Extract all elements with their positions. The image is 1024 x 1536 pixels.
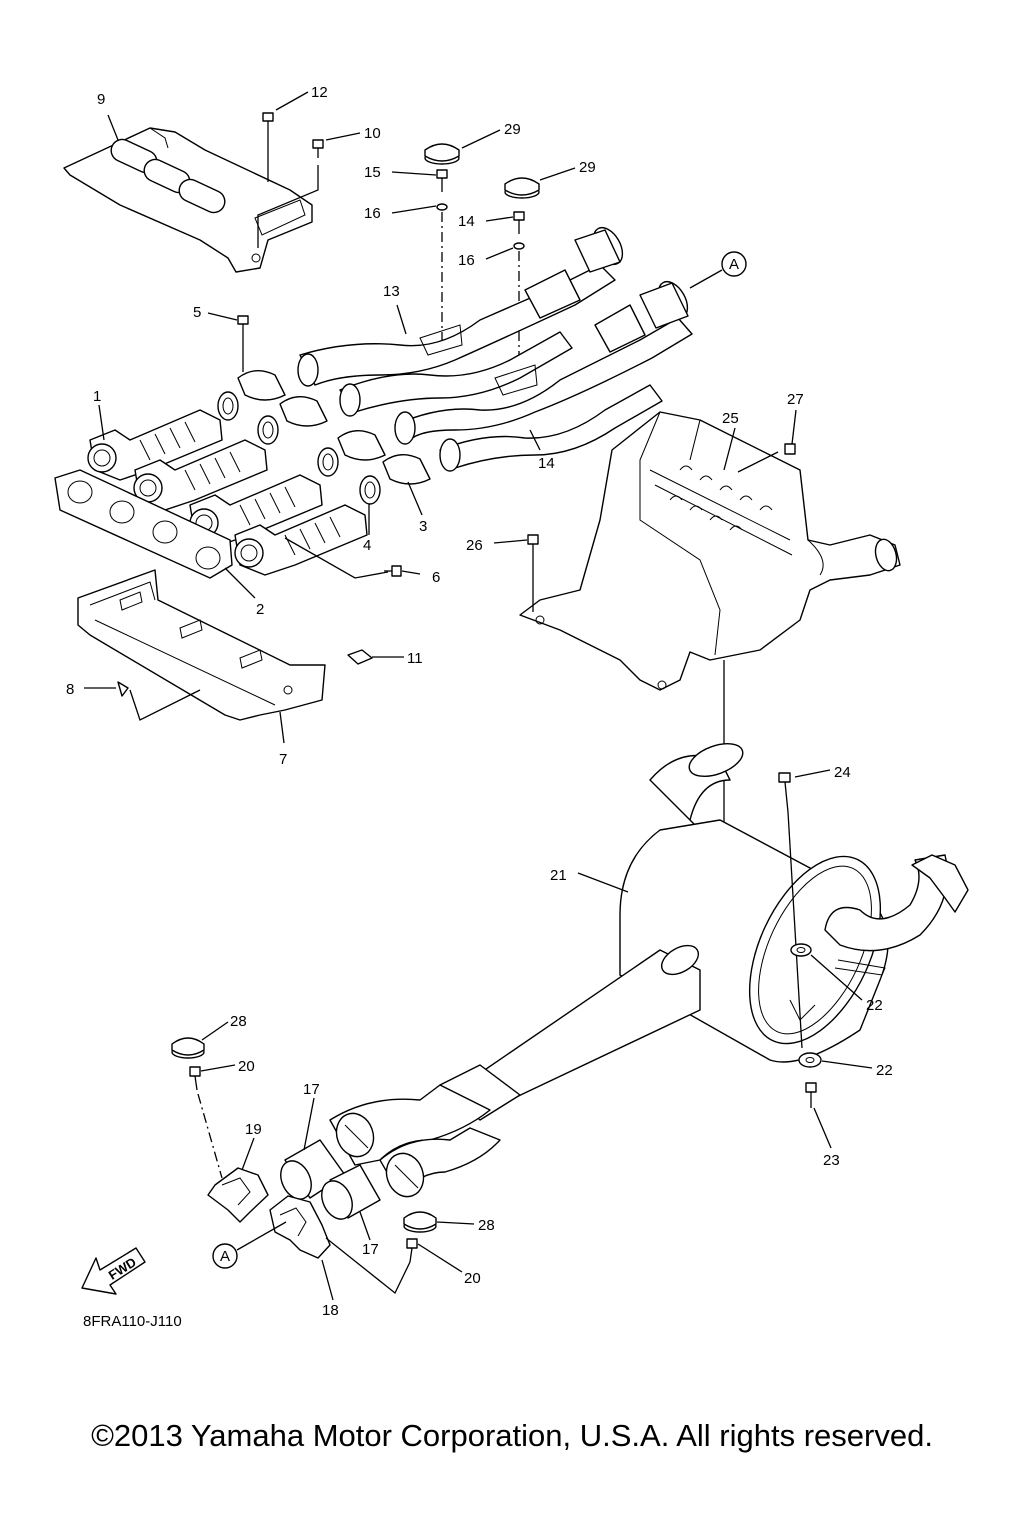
plug-29-a	[424, 143, 460, 165]
bolt-20-b	[406, 1238, 418, 1263]
bolt-6-leader	[284, 537, 389, 579]
callout-22: 22	[876, 1062, 893, 1079]
callout-19: 19	[245, 1121, 262, 1138]
copyright-notice: ©2013 Yamaha Motor Corporation, U.S.A. A…	[91, 1418, 933, 1453]
manifold-gasket	[54, 469, 233, 579]
reference-label: A	[220, 1248, 230, 1265]
plug-28-a	[171, 1037, 205, 1059]
bolt-23	[805, 1082, 817, 1108]
callout-26: 26	[466, 537, 483, 554]
callout-14: 14	[538, 455, 555, 472]
callout-12: 12	[311, 84, 328, 101]
callout-11: 11	[407, 650, 423, 667]
callout-1: 1	[93, 388, 101, 405]
callout-16: 16	[364, 205, 381, 222]
callout-29: 29	[504, 121, 521, 138]
callout-8: 8	[66, 681, 74, 698]
bolt-27	[784, 443, 796, 455]
callout-2: 2	[256, 601, 264, 618]
plug-29-b	[504, 177, 540, 199]
callout-22: 22	[866, 997, 883, 1014]
callout-3: 3	[419, 518, 427, 535]
clamp-3-row	[237, 370, 431, 485]
callout-28: 28	[478, 1217, 495, 1234]
callout-leaders	[84, 91, 873, 1301]
bolt-5	[237, 315, 249, 372]
exhaust-pipe-13	[297, 226, 624, 417]
callout-4: 4	[363, 537, 371, 554]
bolt-20-leader	[325, 1237, 411, 1295]
bolt-10	[257, 139, 324, 248]
callout-27: 27	[787, 391, 804, 408]
callout-20: 20	[464, 1270, 481, 1287]
exhaust-pipe-14	[394, 280, 693, 472]
bolt-26	[527, 534, 539, 612]
callout-9: 9	[97, 91, 105, 108]
bolt-6	[384, 565, 402, 577]
callout-7: 7	[279, 751, 287, 768]
plug-28-b	[403, 1211, 437, 1233]
forward-arrow: FWD	[81, 1247, 146, 1295]
tail-pipe	[329, 944, 701, 1198]
heat-shield-upper	[63, 127, 313, 273]
callout-17: 17	[303, 1081, 320, 1098]
callout-24: 24	[834, 764, 851, 781]
drawing-code: 8FRA110-J110	[83, 1313, 182, 1330]
callout-13: 13	[383, 283, 400, 300]
exhaust-manifold-row	[87, 409, 368, 576]
bolt-15-a	[436, 169, 448, 340]
callout-25: 25	[722, 410, 739, 427]
joint-tube-17-b	[321, 1164, 381, 1220]
clamp-18	[269, 1195, 331, 1259]
callout-23: 23	[823, 1152, 840, 1169]
callout-16: 16	[458, 252, 475, 269]
callout-6: 6	[432, 569, 440, 586]
reference-circle-a-bottom: A	[212, 1221, 287, 1269]
rivet-8	[117, 681, 201, 721]
bolt-24	[778, 772, 803, 1049]
collar-22-b	[798, 1052, 822, 1068]
callout-29: 29	[579, 159, 596, 176]
callout-17: 17	[362, 1241, 379, 1258]
muffler-cover	[519, 411, 901, 691]
callout-18: 18	[322, 1302, 339, 1319]
bolt-12	[262, 112, 274, 182]
callout-28: 28	[230, 1013, 247, 1030]
callout-5: 5	[193, 304, 201, 321]
callout-21: 21	[550, 867, 567, 884]
heat-shield-lower	[77, 569, 326, 721]
clamp-19	[207, 1167, 269, 1223]
collar-22-a	[790, 943, 812, 957]
callout-numbers: 9 12 10 29 29 15 16 14 16 13 5 1 14 3 4 …	[66, 84, 893, 1319]
callout-20: 20	[238, 1058, 255, 1075]
gasket-4-row	[217, 391, 381, 505]
reference-circle-a-top: A	[689, 251, 747, 289]
callout-10: 10	[364, 125, 381, 142]
nut-11	[347, 649, 373, 665]
callout-15: 15	[364, 164, 381, 181]
callout-15: 14	[458, 213, 475, 230]
reference-label: A	[729, 256, 739, 273]
bolt-20-a	[189, 1066, 223, 1179]
